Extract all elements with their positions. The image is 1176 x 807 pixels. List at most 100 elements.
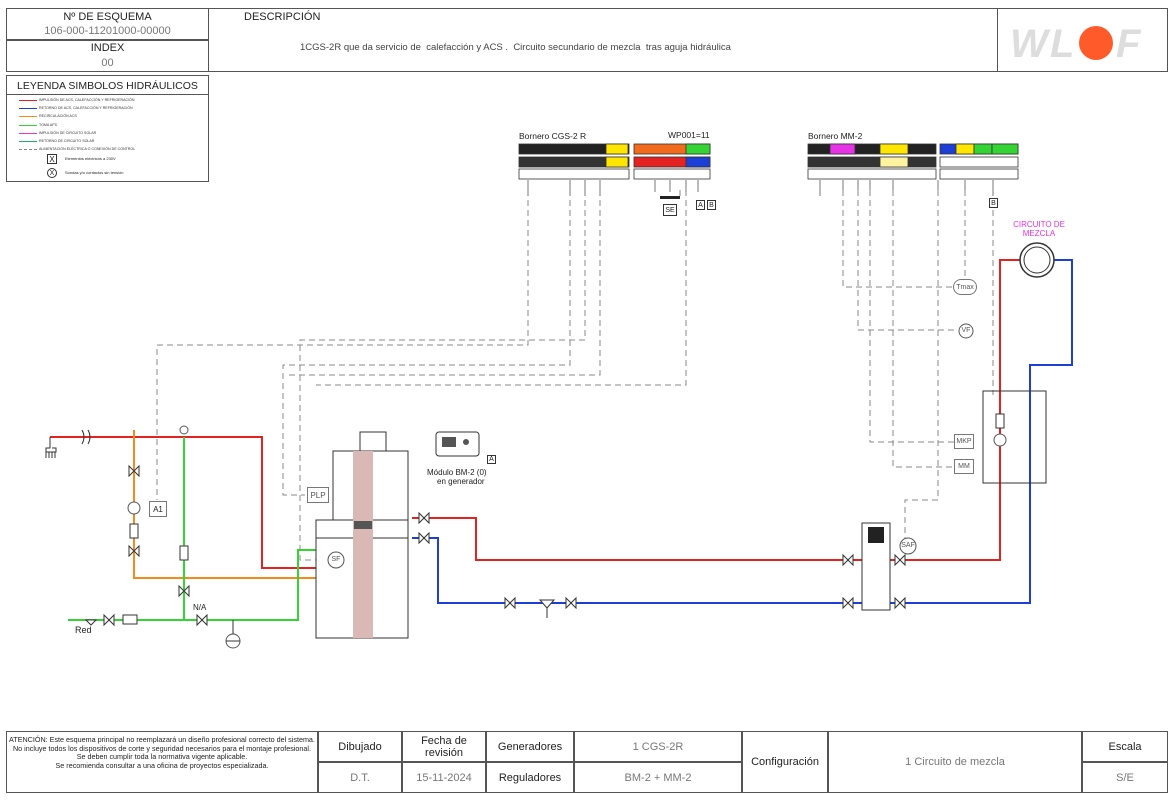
warning-text: ATENCIÓN: Este esquema principal no reem… [9, 735, 315, 770]
cold-water-pipes [68, 437, 316, 621]
escala-value: S/E [1116, 772, 1134, 784]
terminal-strips [518, 143, 1019, 180]
reguladores-cell: BM-2 + MM-2 [574, 762, 742, 793]
pipe-break-icon [81, 429, 91, 445]
shower-icon [45, 437, 57, 458]
se-bar [660, 196, 680, 199]
generadores-cell: 1 CGS-2R [574, 731, 742, 762]
dibujado-cell: D.T. [318, 762, 402, 793]
legend-swatch [19, 116, 37, 118]
logo-box: W L F [997, 8, 1168, 72]
legend-item-label: RECIRCULACIÓN ACS [39, 114, 77, 119]
sf-sensor-icon [327, 551, 345, 569]
module-label-1: Módulo BM-2 (0) [427, 468, 487, 477]
configuracion-cell: 1 Circuito de mezcla [828, 731, 1082, 793]
na-label: N/A [193, 603, 207, 612]
tmax-tag: Tmax [953, 279, 977, 295]
a-tag: A [696, 200, 705, 210]
circuit-pump-icon [993, 433, 1007, 447]
wolf-logo: W L F [1010, 22, 1142, 66]
bornero-mm-label: Bornero MM-2 [808, 131, 863, 141]
description-text: 1CGS-2R que da servicio de calefacción y… [300, 42, 731, 53]
fecha-cell: 15-11-2024 [402, 762, 486, 793]
sensor-symbol-icon: X [47, 168, 57, 178]
top-sensor-icon [179, 425, 189, 435]
mkp-tag: MKP [954, 434, 974, 449]
configuracion-value: 1 Circuito de mezcla [905, 756, 1005, 768]
recirc-pump-icon [127, 501, 141, 515]
index-label: INDEX [90, 42, 125, 54]
dibujado-value: D.T. [350, 772, 370, 784]
legend-divider [7, 94, 208, 95]
index-box: INDEX 00 [6, 40, 209, 72]
legend-box: LEYENDA SIMBOLOS HIDRÁULICOS IMPULSIÓN D… [6, 75, 209, 182]
module-badge: A [487, 455, 496, 464]
generadores-value: 1 CGS-2R [632, 741, 684, 753]
legend-item-label: IMPULSIÓN DE CIRCUITO SOLAR [39, 130, 97, 135]
legend-swatch [19, 108, 37, 110]
heating-circuit-icon [1019, 242, 1055, 278]
legend-swatch [19, 149, 37, 151]
mixing-group-box [982, 390, 1047, 484]
saf-sensor-icon [899, 537, 917, 555]
recirculation-pipes [133, 430, 316, 579]
filter-icon [538, 599, 556, 609]
valves [103, 464, 906, 627]
logo-red-disc [1079, 26, 1113, 60]
legend-swatch [19, 132, 37, 134]
svg-text:L: L [1050, 22, 1074, 66]
reguladores-header: Reguladores [486, 762, 574, 793]
b-tag: B [707, 200, 716, 210]
control-wiring [156, 180, 994, 561]
vf-sensor-icon [958, 323, 974, 339]
vf-tag: VF [961, 327, 971, 334]
legend-title: LEYENDA SIMBOLOS HIDRÁULICOS [17, 80, 198, 92]
scheme-number-label: Nº DE ESQUEMA [63, 11, 152, 23]
sf-tag: SF [331, 556, 341, 563]
supply-pipes [50, 259, 1020, 569]
configuracion-label: Configuración [751, 756, 819, 768]
legend-item-label: RETORNO DE ACS, CALEFACCIÓN Y REFRIGERAC… [39, 106, 133, 111]
dibujado-header: Dibujado [318, 731, 402, 762]
escala-label: Escala [1108, 741, 1142, 753]
escala-header: Escala [1082, 731, 1168, 762]
fecha-label: Fecha de revisión [421, 735, 467, 759]
check-valve-icon [129, 523, 139, 539]
warning-box: ATENCIÓN: Este esquema principal no reem… [6, 731, 318, 793]
x-symbol-icon: X [47, 154, 57, 164]
legend-item-label: TOMA AFS [39, 122, 57, 127]
mm-tag: MM [954, 459, 974, 474]
configuracion-header: Configuración [742, 731, 828, 793]
red-label: Red [75, 625, 92, 635]
sensor-symbol-label: Sondas y/o contactos sin tensión [65, 170, 124, 175]
fecha-value: 15-11-2024 [416, 772, 472, 784]
index-value: 00 [101, 57, 114, 69]
dibujado-label: Dibujado [338, 741, 382, 753]
generadores-header: Generadores [486, 731, 574, 762]
scheme-number-value: 106-000-11201000-00000 [44, 25, 171, 37]
return-pipes [412, 259, 1073, 604]
scheme-number-box: Nº DE ESQUEMA 106-000-11201000-00000 [6, 8, 209, 40]
module-label-2: en generador [437, 477, 485, 486]
legend-item-label: IMPULSIÓN DE ACS, CALEFACCIÓN Y REFRIGER… [39, 98, 135, 102]
hydraulic-separator [861, 522, 891, 611]
a1-tag: A1 [149, 501, 167, 517]
escala-cell: S/E [1082, 762, 1168, 793]
reguladores-value: BM-2 + MM-2 [624, 772, 692, 784]
x-symbol-label: Elementos eléctricos a 230V [65, 156, 116, 161]
bm2-module-icon [435, 431, 480, 457]
bornero-cgs-label: Bornero CGS-2 R [519, 131, 587, 141]
legend-swatch [19, 124, 37, 126]
plp-tag: PLP [307, 487, 329, 503]
se-tag: SE [663, 204, 677, 216]
mixing-circuit-label: CIRCUITO DE MEZCLA [1013, 220, 1065, 238]
description-label: DESCRIPCIÓN [244, 11, 321, 23]
b2-tag: B [989, 198, 998, 208]
wp001-label: WP001=11 [668, 130, 710, 140]
generadores-label: Generadores [497, 741, 563, 753]
reguladores-label: Reguladores [498, 772, 562, 784]
svg-text:F: F [1116, 22, 1142, 66]
fecha-header: Fecha de revisión [402, 731, 486, 762]
legend-item-label: ALIMENTACIÓN ELÉCTRICA O CONEXIÓN DE CON… [39, 147, 136, 152]
legend-swatch [19, 100, 37, 101]
